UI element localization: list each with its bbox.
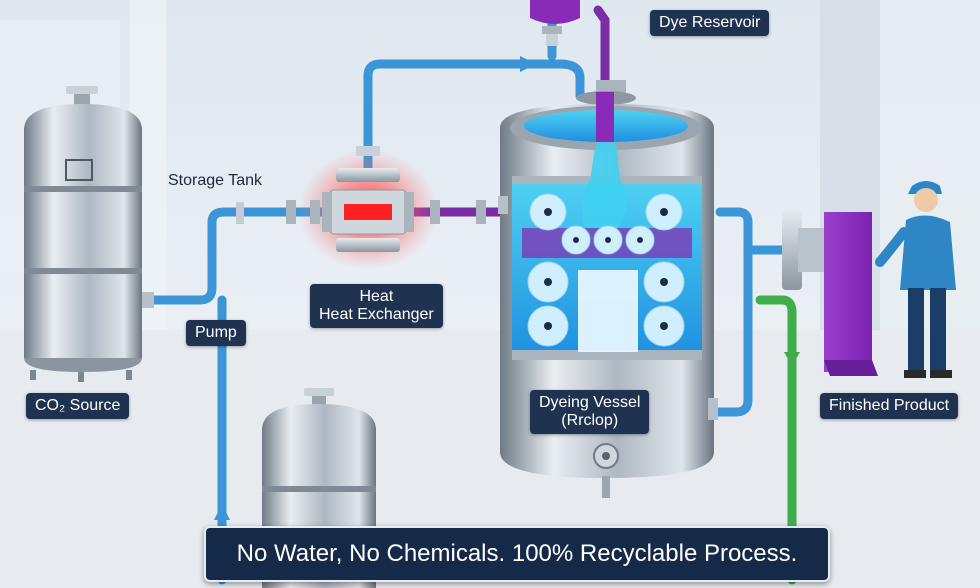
green-return-pipe <box>755 295 797 585</box>
dye-reservoir-label: Dye Reservoir <box>650 10 770 36</box>
heat-exchanger <box>236 146 486 270</box>
dyeing-vessel-label: Dyeing Vessel (Rrclop) <box>530 390 650 434</box>
co2-tank <box>24 86 154 382</box>
pump-label: Pump <box>186 320 246 346</box>
dye-feed-pipe <box>593 5 610 95</box>
dye-reservoir <box>530 0 580 46</box>
co2-source-label: CO₂ Source <box>26 393 130 419</box>
worker-figure <box>875 181 956 378</box>
heat-exchanger-label: Heat Heat Exchanger <box>310 284 443 328</box>
dyeing-vessel-line1: Dyeing Vessel <box>539 394 641 411</box>
heat-label-line1: Heat <box>359 288 394 305</box>
fabric-roller <box>782 210 878 376</box>
storage-tank-label: Storage Tank <box>168 172 262 189</box>
flow-arrow-up <box>214 504 230 520</box>
finished-product-label: Finished Product <box>820 393 959 419</box>
dyeing-vessel <box>498 80 718 498</box>
dyeing-vessel-line2: (Rrclop) <box>561 412 619 429</box>
process-banner: No Water, No Chemicals. 100% Recyclable … <box>204 526 830 582</box>
flow-arrow-right <box>520 56 536 72</box>
flow-arrow-down <box>784 352 800 366</box>
heat-label-line2: Heat Exchanger <box>319 306 434 323</box>
